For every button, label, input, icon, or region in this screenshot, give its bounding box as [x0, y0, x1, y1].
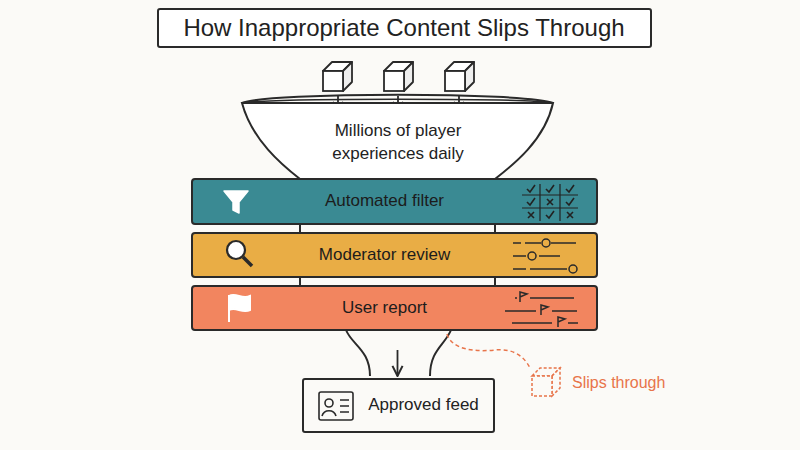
flow-arrow [397, 350, 399, 376]
check-grid [522, 184, 578, 221]
node-label: Automated filter [325, 190, 444, 213]
band-fill [192, 179, 597, 224]
node-label: Millions of player experiences daily [291, 120, 505, 166]
moderator-band: Moderator review [192, 233, 597, 277]
node-label: User report [342, 297, 427, 320]
content-cube [323, 62, 352, 91]
filter-icon [224, 191, 248, 213]
report-band: User report [192, 286, 597, 330]
band-fill [192, 233, 597, 277]
content-cube [445, 62, 474, 91]
content-cube [384, 62, 413, 91]
title-text: How Inappropriate Content Slips Through [183, 14, 624, 42]
callout-label: Slips through [572, 374, 665, 392]
magnifier-icon [227, 241, 252, 266]
report-flags [505, 292, 578, 327]
leak-path [447, 334, 530, 368]
node-label: Moderator review [319, 244, 450, 267]
feed-icon [319, 392, 353, 420]
leaked-cube [532, 368, 560, 396]
flag-icon [229, 295, 250, 322]
funnel-spout [346, 330, 451, 376]
title-box: How Inappropriate Content Slips Through [157, 8, 652, 48]
funnel-mouth: Millions of player experiences daily [285, 112, 511, 174]
funnel-cone [242, 103, 553, 179]
review-lines [513, 239, 577, 273]
band-fill [192, 286, 597, 330]
filter-band: Automated filter [192, 179, 597, 224]
node-label: Approved feed [368, 394, 479, 417]
feed-box: Approved feed [302, 378, 495, 433]
